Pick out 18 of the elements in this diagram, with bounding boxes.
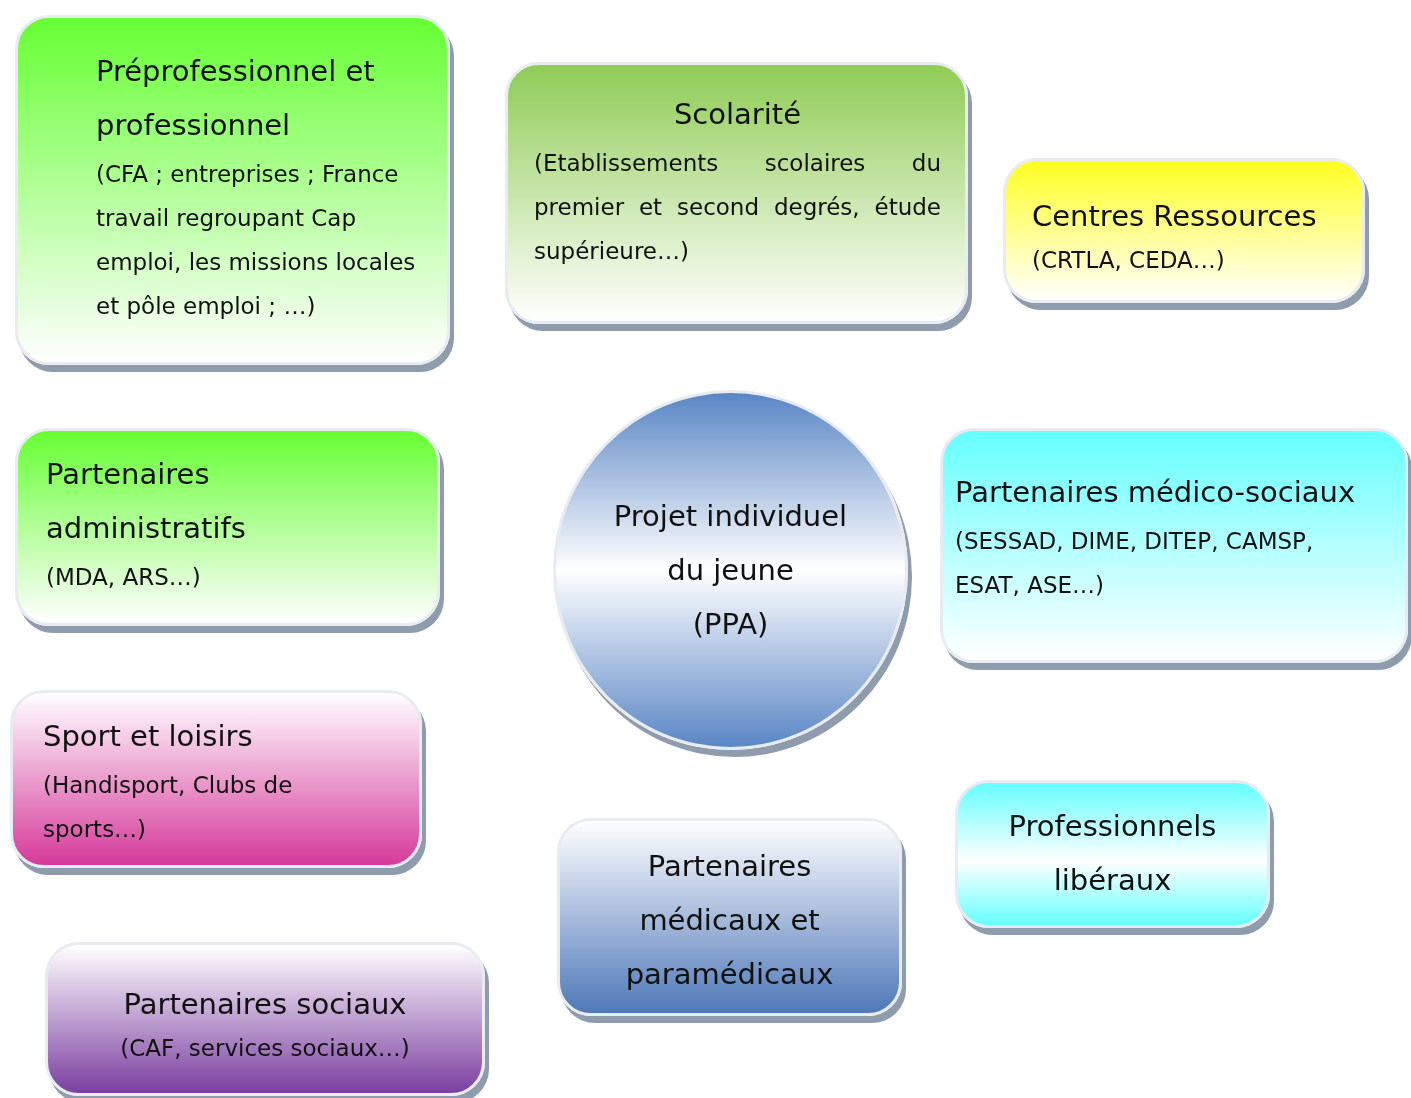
box-heading: Scolarité [672,96,803,133]
box-heading: Partenaires médicaux et paramédicaux [624,848,835,993]
box-description: (MDA, ARS…) [46,563,202,592]
box-description: (Handisport, Clubs de sports…) [43,771,294,844]
box-heading: Partenaires médico-sociaux [955,474,1357,511]
box-heading: Sport et loisirs [43,718,254,755]
box-description: (CFA ; entreprises ; France travail regroupant Cap emploi, les missions locales et pôle emploi ; …) [96,160,417,321]
box-description: (Etablissements scolaires du premier et second degrés, étude supérieure…) [534,149,941,266]
box-heading: Professionnels libéraux [1007,808,1218,899]
box-description: (SESSAD, DIME, DITEP, CAMSP, ESAT, ASE…) [955,527,1315,600]
box-heading: Préprofessionnel et professionnel [96,53,376,144]
box-heading: Projet individuel du jeune [612,498,849,589]
box-heading: Partenaires sociaux [122,986,408,1023]
box-heading: (PPA) [691,606,770,643]
box-heading: Partenaires administratifs [46,456,247,547]
box-heading: Centres Ressources [1032,198,1318,235]
box-description: (CAF, services sociaux…) [119,1034,411,1063]
box-description: (CRTLA, CEDA…) [1032,246,1226,275]
